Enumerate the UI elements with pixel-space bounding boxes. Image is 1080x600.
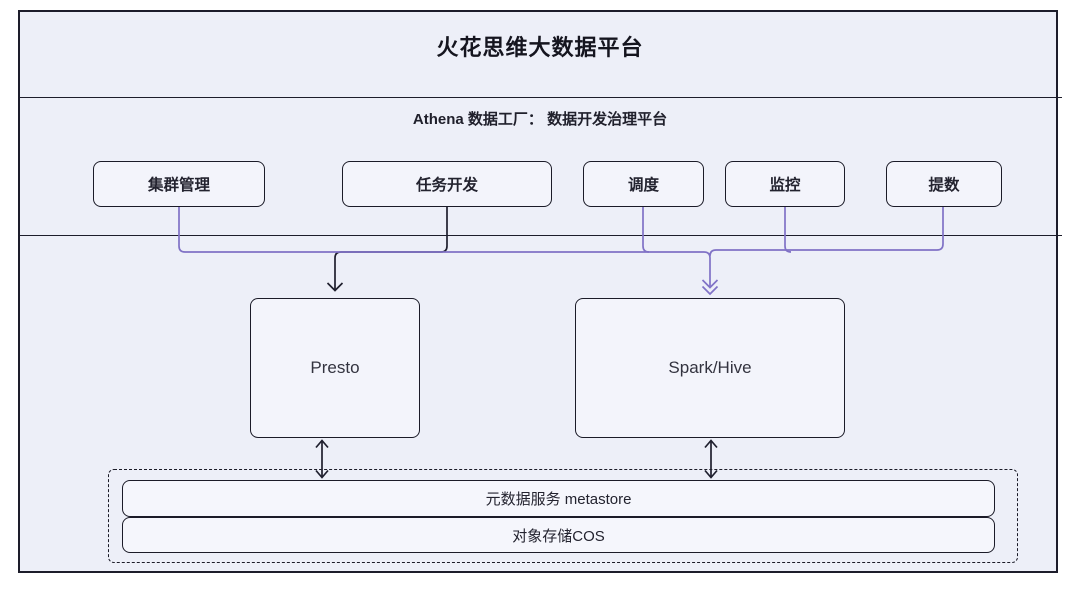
node-scheduling: 调度 — [583, 161, 704, 207]
athena-section-divider — [18, 235, 1062, 236]
node-cos: 对象存储COS — [122, 517, 995, 553]
node-presto: Presto — [250, 298, 420, 438]
node-label: Presto — [310, 358, 360, 377]
node-label: 任务开发 — [415, 177, 478, 194]
node-metastore: 元数据服务 metastore — [122, 480, 995, 517]
node-task-development: 任务开发 — [342, 161, 552, 207]
node-label: 监控 — [769, 177, 801, 194]
node-monitoring: 监控 — [725, 161, 845, 207]
node-label: 对象存储COS — [512, 527, 605, 545]
node-data-extraction: 提数 — [886, 161, 1002, 207]
title-section-divider — [18, 97, 1062, 98]
node-cluster-management: 集群管理 — [93, 161, 265, 207]
platform-frame — [18, 10, 1058, 573]
node-spark-hive: Spark/Hive — [575, 298, 845, 438]
node-label: 提数 — [928, 177, 960, 194]
node-label: 调度 — [627, 177, 659, 194]
diagram-title: 火花思维大数据平台 — [436, 35, 644, 60]
node-label: 集群管理 — [147, 177, 210, 194]
node-label: Spark/Hive — [668, 358, 752, 377]
storage-layer-group — [108, 469, 1018, 563]
athena-section-label: Athena 数据工厂： 数据开发治理平台 — [412, 111, 668, 128]
node-label: 元数据服务 metastore — [485, 491, 632, 508]
